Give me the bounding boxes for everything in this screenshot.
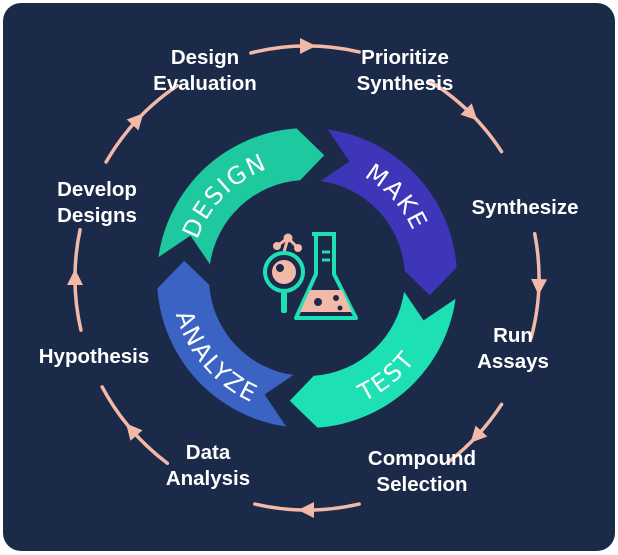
cycle-step-label: Hypothesis: [39, 345, 150, 368]
diagram-card: [3, 3, 615, 551]
cycle-connector-arc: [104, 83, 180, 164]
cycle-connector-arc: [100, 385, 170, 466]
cycle-phase-segment: [157, 260, 294, 427]
cycle-phase-segment: [158, 128, 325, 265]
cycle-arrow-icon: [126, 113, 144, 131]
cycle-step-label: Synthesize: [471, 196, 578, 219]
cycle-arrow-icon: [470, 425, 488, 443]
cycle-arrow-icon: [298, 502, 314, 518]
cycle-phase-segment: [320, 129, 457, 296]
cycle-phase-segment: [289, 291, 456, 428]
cycle-arrow-icon: [126, 423, 143, 441]
cycle-arrow-icon: [531, 278, 548, 296]
cycle-arrow-icon: [460, 103, 478, 121]
cycle-arrow-icon: [300, 38, 316, 54]
cycle-arrow-icon: [67, 269, 83, 285]
inner-cycle-ring: [157, 128, 457, 428]
chemistry-lab-icon: [263, 232, 358, 320]
outer-cycle-ring: [67, 38, 548, 518]
